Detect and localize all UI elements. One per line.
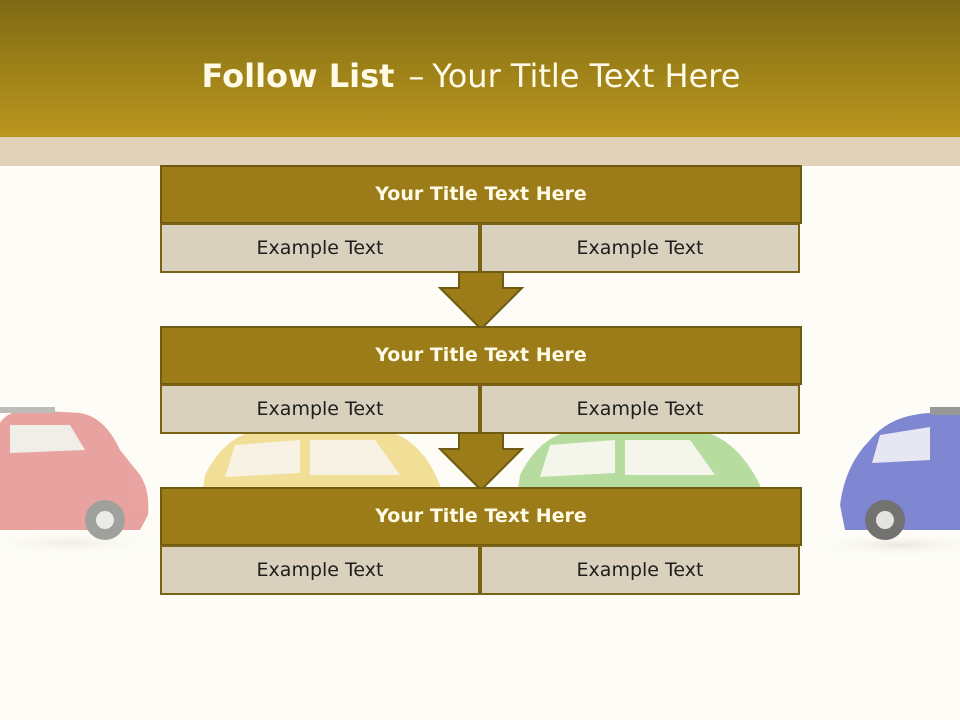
step-cell-left: Example Text [160, 545, 480, 595]
title-dash: – [408, 57, 425, 95]
blue-car-icon [810, 407, 960, 557]
header-band [0, 0, 960, 137]
step-cell-right: Example Text [480, 545, 800, 595]
title-bold: Follow List [201, 57, 395, 95]
step-cell-left: Example Text [160, 384, 480, 434]
down-arrow-icon [438, 271, 524, 331]
down-arrow-icon [438, 432, 524, 492]
step-cell-right: Example Text [480, 223, 800, 273]
title-rest: Your Title Text Here [432, 57, 741, 95]
step-cell-right: Example Text [480, 384, 800, 434]
red-car-icon [0, 407, 165, 555]
header-strip [0, 137, 960, 166]
step-title: Your Title Text Here [160, 487, 802, 546]
step-title: Your Title Text Here [160, 326, 802, 385]
step-title: Your Title Text Here [160, 165, 802, 224]
slide-title: Follow List–Your Title Text Here [0, 52, 942, 100]
step-cell-left: Example Text [160, 223, 480, 273]
